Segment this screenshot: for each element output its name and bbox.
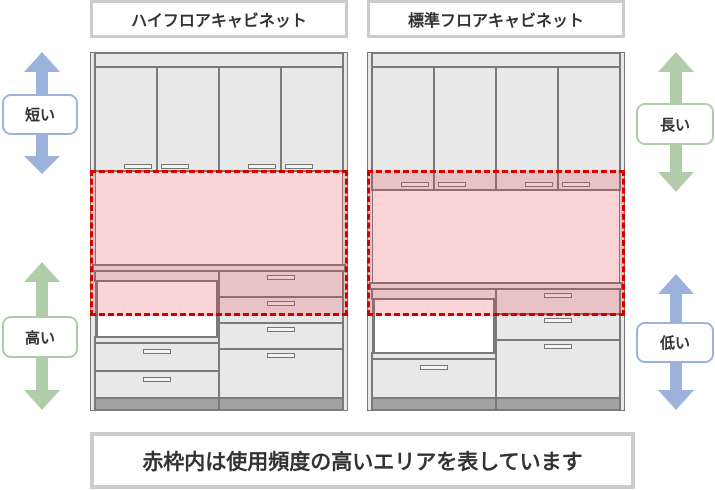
handle-icon — [544, 318, 572, 323]
handle-icon — [267, 327, 295, 332]
title-high-floor-cabinet: ハイフロアキャビネット — [90, 0, 348, 38]
high-use-area-frame-right — [367, 170, 625, 316]
label-long: 長い — [636, 103, 714, 145]
plinth — [94, 397, 220, 411]
handle-icon — [143, 349, 171, 354]
handle-icon — [544, 293, 572, 298]
handle-icon — [401, 182, 429, 187]
title-standard-floor-cabinet: 標準フロアキャビネット — [367, 0, 625, 38]
handle-icon — [420, 365, 448, 370]
handle-icon — [561, 182, 590, 187]
label-high: 高い — [2, 316, 78, 358]
drawer — [371, 358, 497, 399]
caption-banner: 赤枠内は使用頻度の高いエリアを表しています — [90, 432, 635, 489]
upper-door — [280, 66, 344, 172]
handle-icon — [437, 182, 466, 187]
high-use-area-frame-left — [90, 170, 348, 316]
upper-door — [94, 66, 158, 172]
drawer — [218, 348, 344, 399]
drawer — [495, 313, 621, 341]
handle-icon — [544, 344, 572, 349]
handle-icon — [143, 377, 171, 382]
drawer — [218, 296, 344, 324]
upper-door — [218, 66, 282, 172]
label-low: 低い — [636, 322, 714, 363]
handle-icon — [267, 275, 295, 280]
drawer — [94, 342, 220, 372]
high-floor-cabinet-diagram — [90, 52, 348, 411]
drawer — [495, 339, 621, 399]
handle-icon — [248, 164, 276, 169]
handle-icon — [525, 182, 553, 187]
handle-icon — [284, 164, 313, 169]
drawer — [94, 370, 220, 399]
handle-icon — [124, 164, 152, 169]
handle-icon — [160, 164, 189, 169]
handle-icon — [267, 353, 295, 358]
label-short: 短い — [2, 94, 78, 135]
drawer — [218, 322, 344, 350]
upper-door — [156, 66, 220, 172]
plinth — [218, 397, 344, 411]
open-appliance-space — [373, 298, 495, 354]
handle-icon — [267, 301, 295, 306]
plinth — [495, 397, 621, 411]
plinth — [371, 397, 497, 411]
